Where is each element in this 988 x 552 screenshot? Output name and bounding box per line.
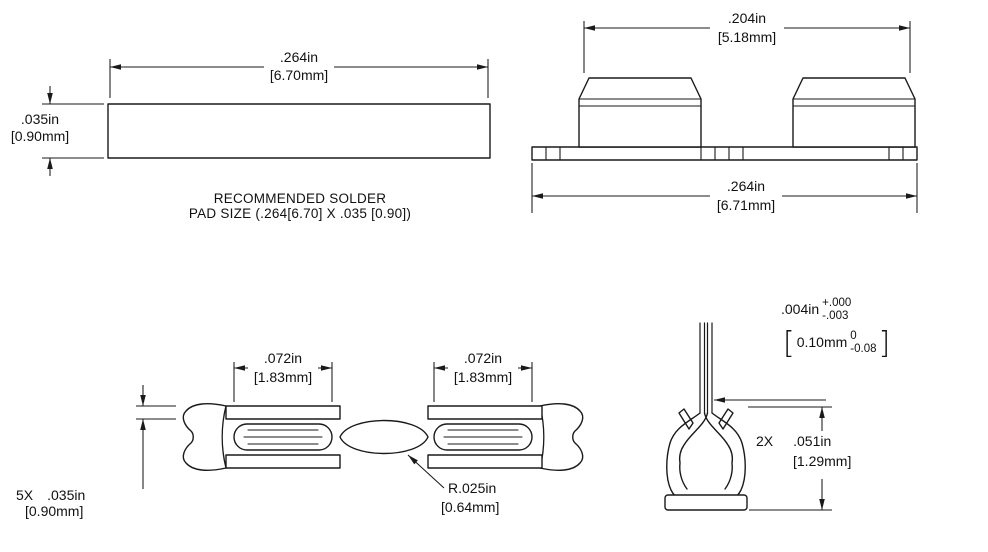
rail-bottom-right	[427, 454, 543, 469]
clip-height-inch-line: 2X .051in	[756, 433, 851, 450]
arrowhead	[140, 395, 146, 406]
tolerance-plus: +.000	[822, 297, 852, 309]
clip-left-fold-lines	[578, 98, 702, 107]
clip-height-mm: [1.29mm]	[793, 452, 852, 469]
contact-left-inch: .072in	[263, 350, 303, 366]
clip-base	[664, 494, 748, 511]
fishtail-left	[182, 403, 227, 471]
arrowhead	[899, 25, 910, 31]
ext-clip-span	[583, 21, 911, 73]
contact-left-ribs	[243, 429, 323, 445]
clip-cross-right	[703, 412, 734, 490]
radius-mm: [0.64mm]	[441, 499, 500, 515]
base-strip	[531, 146, 918, 161]
arrowhead	[110, 64, 121, 70]
arrowhead	[408, 455, 418, 465]
contact-right-inch: .072in	[463, 350, 503, 366]
ext-thickness	[136, 405, 176, 420]
tolerance-minus: -.003	[822, 309, 849, 322]
ext-clip-height	[748, 406, 832, 511]
clip-tab-left	[678, 408, 694, 430]
clip-right-front	[792, 77, 916, 148]
overall-width-mm: [6.71mm]	[716, 197, 776, 213]
tolerance-plus: 0	[850, 330, 857, 343]
pad-width-inch: .264in	[279, 49, 319, 65]
clip-right-fold-lines	[792, 98, 916, 107]
thickness-inch: .035in	[47, 487, 86, 503]
contact-right-ribs	[443, 429, 523, 445]
thickness-dimension: 5X .035in [0.90mm]	[16, 487, 86, 519]
solder-note-line2: PAD SIZE (.264[6.70] X .035 [0.90])	[188, 206, 412, 221]
center-lens	[339, 419, 429, 455]
thickness-mm: [0.90mm]	[25, 502, 84, 519]
overall-width-inch: .264in	[726, 178, 766, 194]
thickness-qty: 5X	[16, 487, 34, 503]
pad-width-mm: [6.70mm]	[269, 67, 329, 83]
arrowhead	[321, 365, 332, 371]
clip-height-inch: .051in	[793, 433, 832, 449]
radius-inch: R.025in	[448, 480, 497, 496]
arrowhead	[521, 365, 532, 371]
clip-span-inch: .204in	[727, 10, 767, 26]
slot-gap-inch-line: .004in +.000 -.003	[781, 297, 892, 323]
arrowhead	[584, 25, 595, 31]
slot-gap-inch-tolerance: +.000 -.003	[822, 297, 851, 323]
arrowheads	[47, 25, 917, 510]
ext-pad-width	[109, 59, 489, 98]
arrowhead	[532, 193, 543, 199]
tolerance-minus: -0.08	[850, 343, 877, 356]
arrowhead	[819, 499, 825, 510]
clip-arm-right-outer	[711, 412, 746, 504]
rail-top-left	[225, 405, 341, 420]
arrowhead	[47, 158, 53, 169]
arrowhead	[434, 365, 445, 371]
clip-tab-right	[718, 408, 734, 430]
clip-stem	[699, 322, 713, 414]
solder-pad-outline	[107, 103, 491, 159]
clip-cross-left	[678, 412, 709, 490]
arrowhead	[47, 93, 53, 104]
slot-gap-mm: 0.10mm	[796, 334, 848, 351]
base-strip-segments	[545, 146, 904, 161]
open-bracket: [	[783, 325, 795, 361]
slot-gap-dimension: .004in +.000 -.003 [ 0.10mm 0 -0.08 ]	[781, 297, 892, 361]
ext-pad-height	[42, 103, 104, 159]
rail-bottom-left	[225, 454, 341, 469]
fishtail-right	[539, 403, 584, 471]
arrowhead	[140, 419, 146, 430]
close-bracket: ]	[878, 325, 891, 361]
ext-contact-left	[233, 362, 333, 402]
arrowhead	[819, 407, 825, 418]
pad-height-inch: .035in	[20, 111, 60, 127]
arrowhead	[477, 64, 488, 70]
rail-top-right	[427, 405, 543, 420]
slot-gap-mm-tolerance: 0 -0.08	[850, 330, 876, 356]
clip-arm-left-outer	[666, 412, 701, 504]
slot-gap-inch: .004in	[781, 301, 820, 318]
clip-left-front	[578, 77, 702, 148]
slot-gap-mm-line: [ 0.10mm 0 -0.08 ]	[781, 325, 892, 361]
arrowhead	[906, 193, 917, 199]
clip-span-mm: [5.18mm]	[717, 29, 777, 45]
clip-height-qty: 2X	[756, 433, 774, 449]
part-geometry	[107, 77, 918, 511]
arrowhead	[234, 365, 245, 371]
contact-left-mm: [1.83mm]	[253, 369, 313, 385]
contact-right-mm: [1.83mm]	[453, 369, 513, 385]
ext-contact-right	[433, 362, 533, 402]
ext-overall-width	[531, 163, 918, 213]
clip-height-dimension: 2X .051in [1.29mm]	[756, 433, 852, 469]
thickness-inch-line: 5X .035in	[16, 487, 86, 504]
arrowhead	[714, 397, 725, 403]
solder-note-line1: RECOMMENDED SOLDER	[213, 191, 387, 206]
pad-height-mm: [0.90mm]	[10, 128, 70, 144]
